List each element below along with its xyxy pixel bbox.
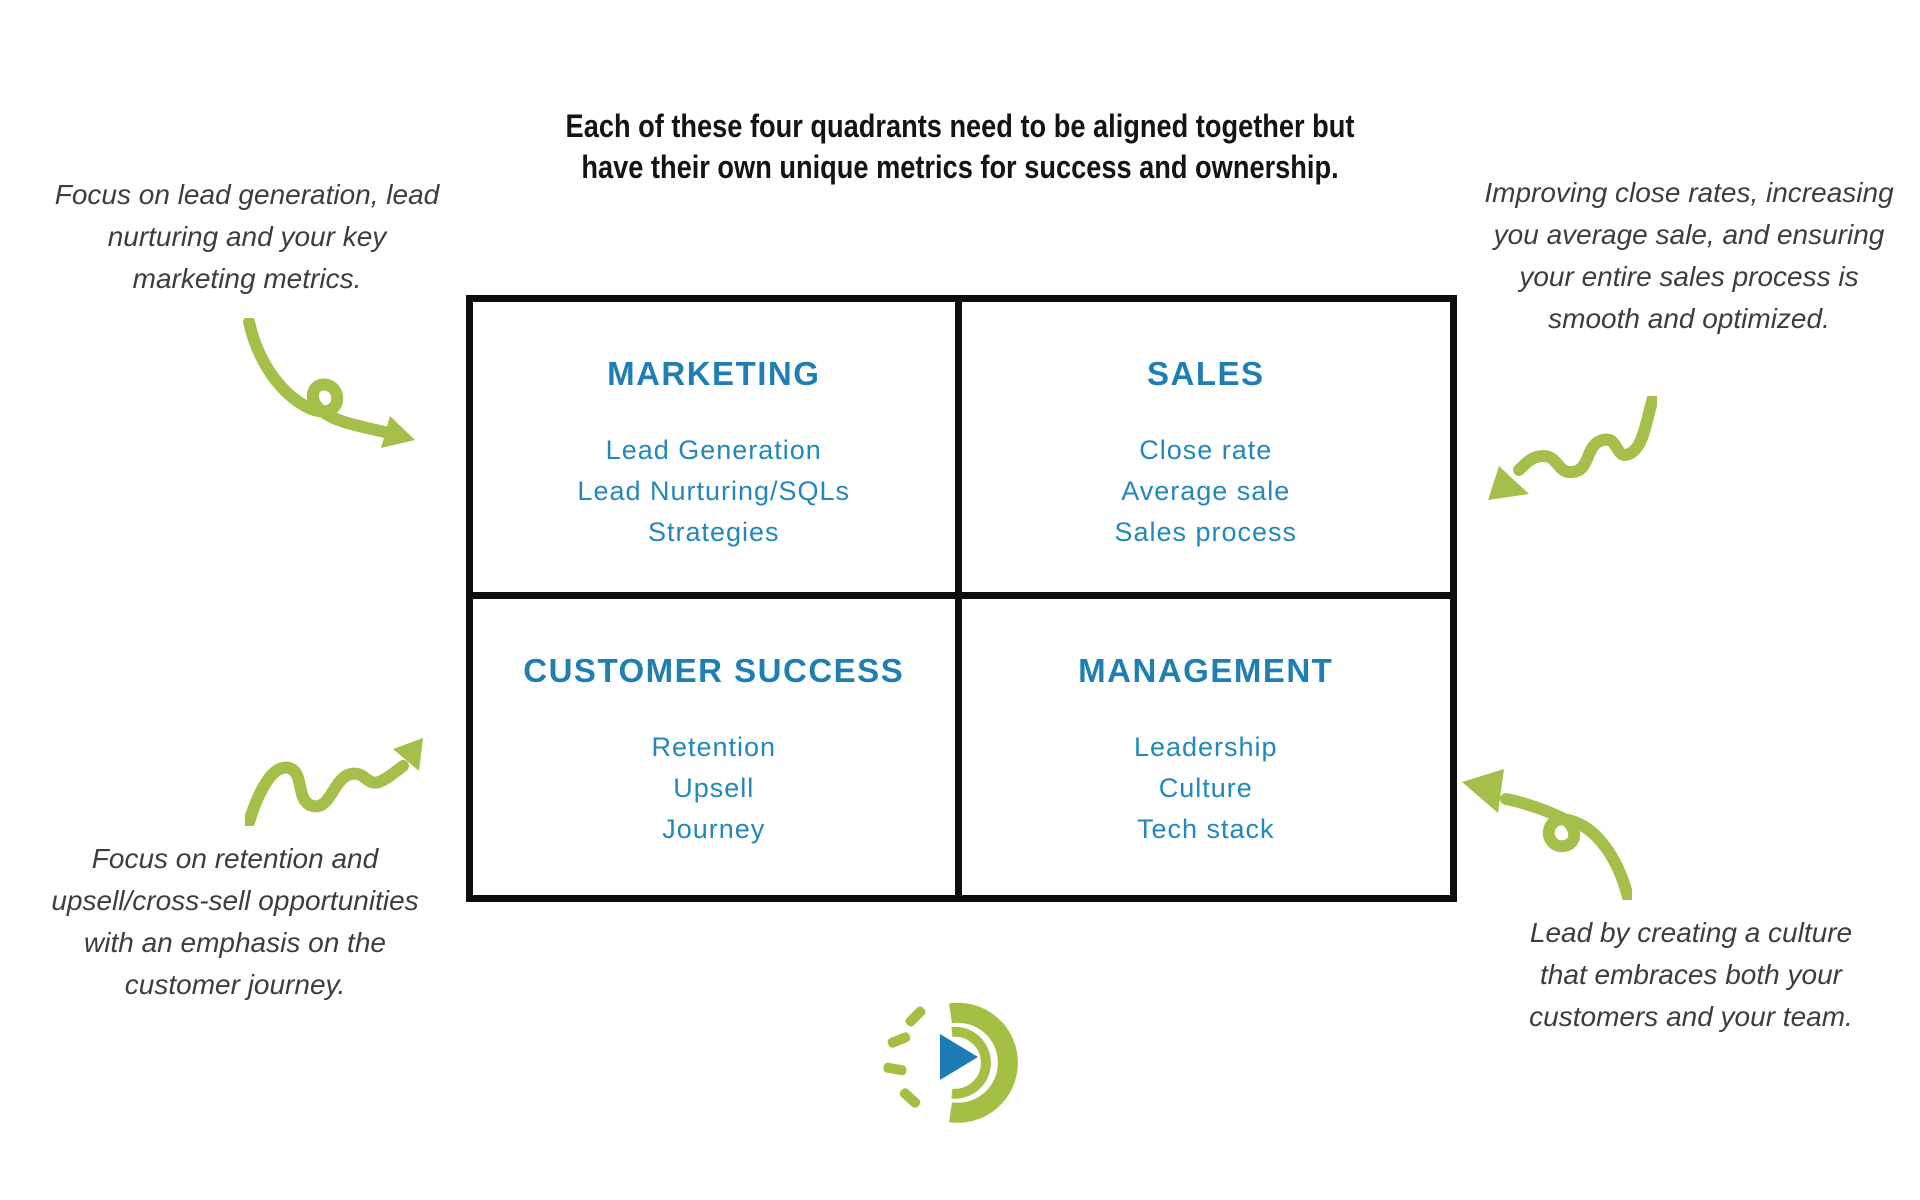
- quadrant-item: Close rate: [1139, 435, 1273, 465]
- quadrant-item: Leadership: [1133, 731, 1278, 762]
- annotation-line: Lead by creating a culture: [1529, 917, 1853, 948]
- quadrant-item: Upsell: [673, 772, 755, 803]
- quadrant-item: Retention: [651, 731, 777, 762]
- annotation-line: that embraces both your: [1540, 959, 1842, 990]
- loop-arrow-left-icon: [1462, 769, 1632, 900]
- title-line: Each of these four quadrants need to be …: [565, 108, 1355, 144]
- play-icon: [940, 1034, 978, 1080]
- page-title: Each of these four quadrants need to be …: [144, 106, 1776, 188]
- quadrant-item: Average sale: [1121, 476, 1291, 506]
- annotation-line: with an emphasis on the: [84, 927, 386, 958]
- annotation-line: upsell/cross-sell opportunities: [51, 885, 419, 916]
- annotation-customer-success: Focus on retention and upsell/cross-sell…: [10, 838, 460, 1006]
- title-line: have their own unique metrics for succes…: [581, 149, 1339, 185]
- annotation-line: Improving close rates, increasing: [1484, 177, 1894, 208]
- annotation-line: you average sale, and ensuring: [1493, 219, 1885, 250]
- annotation-line: your entire sales process is: [1519, 261, 1859, 292]
- quadrant-sales: SALES Close rate Average sale Sales proc…: [961, 302, 1450, 599]
- quadrant-management: MANAGEMENT Leadership Culture Tech stack: [962, 599, 1451, 896]
- quadrant-customer-success: CUSTOMER SUCCESS Retention Upsell Journe…: [473, 598, 962, 895]
- quadrant-grid: MARKETING Lead Generation Lead Nurturing…: [466, 295, 1457, 902]
- quadrant-item: Journey: [662, 813, 766, 844]
- quadrant-heading-customer-success: CUSTOMER SUCCESS: [523, 651, 905, 689]
- annotation-management: Lead by creating a culture that embraces…: [1466, 912, 1916, 1038]
- quadrant-heading-sales: SALES: [1146, 355, 1265, 392]
- quadrant-heading-management: MANAGEMENT: [1078, 651, 1334, 689]
- annotation-marketing: Focus on lead generation, lead nurturing…: [22, 174, 472, 300]
- quadrant-item: Lead Nurturing/SQLs: [577, 476, 851, 506]
- play-button-arc-logo: [883, 1002, 1018, 1123]
- annotation-line: Focus on lead generation, lead: [54, 179, 440, 210]
- squiggle-arrow-up-right-icon: [245, 738, 423, 826]
- annotation-line: nurturing and your key: [107, 221, 387, 252]
- quadrant-item: Culture: [1158, 772, 1253, 803]
- quadrant-heading-marketing: MARKETING: [607, 355, 821, 392]
- annotation-line: marketing metrics.: [132, 263, 362, 294]
- loop-arrow-down-right-icon: [243, 318, 415, 448]
- quadrant-item: Tech stack: [1136, 813, 1275, 844]
- quadrant-item: Strategies: [647, 517, 780, 547]
- quadrant-item: Sales process: [1114, 517, 1298, 547]
- annotation-line: customer journey.: [124, 969, 346, 1000]
- squiggle-arrow-down-left-icon: [1488, 396, 1657, 500]
- quadrant-marketing: MARKETING Lead Generation Lead Nurturing…: [473, 302, 962, 599]
- quadrant-item: Lead Generation: [605, 435, 822, 465]
- annotation-sales: Improving close rates, increasing you av…: [1464, 172, 1914, 340]
- annotation-line: Focus on retention and: [91, 843, 379, 874]
- annotation-line: customers and your team.: [1529, 1001, 1853, 1032]
- annotation-line: smooth and optimized.: [1548, 303, 1830, 334]
